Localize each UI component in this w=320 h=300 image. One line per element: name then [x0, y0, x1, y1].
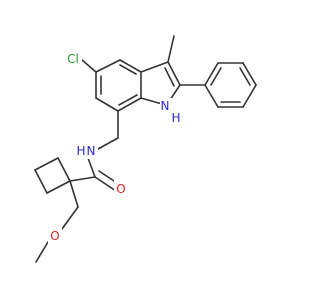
- bond-c3-methyl: [167, 35, 175, 63]
- bond-cb-4: [46, 180, 71, 194]
- bond-ph-1-inner: [210, 67, 222, 86]
- chlorine-label: Cl: [67, 52, 79, 66]
- bond-ph-1: [204, 62, 219, 86]
- bond-c3-c2: [167, 61, 181, 86]
- bond-ph-3-inner: [239, 67, 251, 86]
- bonds: [34, 35, 257, 263]
- atom-labels: Cl N H N H O O: [48, 51, 181, 244]
- bond-cb-3: [34, 169, 48, 194]
- ether-oxygen-label: O: [50, 229, 59, 243]
- bond-c4-c5: [95, 59, 121, 73]
- bond-ph-4: [242, 84, 257, 108]
- bond-carbonyl-o: [94, 176, 117, 192]
- indole-nitrogen-label: N: [161, 99, 170, 113]
- bond-cb-ch2: [69, 180, 79, 208]
- bond-ph-6: [204, 84, 219, 108]
- bond-oether-methyl: [35, 241, 49, 263]
- bond-cb-1: [57, 157, 71, 182]
- bond-c3a-c4-inner: [119, 64, 137, 75]
- bond-ph-3: [242, 62, 257, 86]
- bond-cb-2: [34, 157, 59, 171]
- bond-c3a-c4: [119, 59, 142, 73]
- bond-carbonyl-ring: [69, 176, 96, 182]
- bond-c6-c7: [95, 97, 119, 112]
- bond-c3-c2-inner: [164, 67, 175, 87]
- molecule-canvas: Cl N H N H O O: [34, 35, 257, 263]
- amide-nitrogen-label: N: [87, 144, 96, 158]
- bond-c7-c7a-inner: [118, 94, 138, 106]
- structure-diagram: Cl N H N H O O: [34, 35, 257, 263]
- indole-nh-hydrogen-label: H: [171, 111, 180, 125]
- amide-nh-hydrogen-label: H: [76, 144, 85, 158]
- bond-c5-cl: [81, 59, 97, 73]
- bond-n1-c7a: [140, 97, 163, 105]
- bond-c3a-c3: [140, 61, 169, 73]
- bond-ch2-n: [97, 137, 119, 150]
- bond-ch2-oether: [61, 206, 79, 230]
- bond-c7-c7a: [117, 97, 142, 112]
- bond-n-carbonyl: [87, 157, 96, 178]
- carbonyl-oxygen-label: O: [116, 182, 125, 196]
